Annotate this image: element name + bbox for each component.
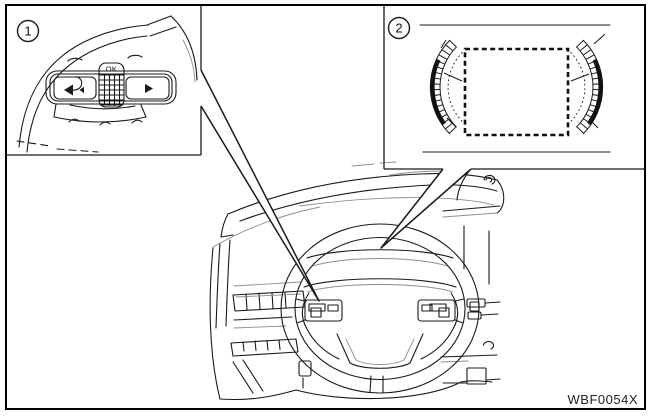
left-gauge-ticks xyxy=(431,40,457,134)
back-button xyxy=(53,76,97,100)
cluster-visor xyxy=(220,161,505,238)
play-triangle-icon xyxy=(145,84,153,93)
ok-button-label: OK xyxy=(106,65,117,74)
callout-1: 1 xyxy=(6,5,202,156)
dashboard-left xyxy=(209,206,321,401)
instrument-cluster-closeup xyxy=(419,24,611,153)
steering-wheel-rim-inner xyxy=(294,236,466,381)
left-gauge-needle xyxy=(443,72,463,82)
dashboard-right xyxy=(295,174,501,400)
right-gauge xyxy=(570,33,606,135)
callout-1-number: 1 xyxy=(24,24,31,39)
bezel-cutout xyxy=(67,57,83,62)
callout-2-marker: 2 xyxy=(387,16,411,40)
right-gauge-arc xyxy=(587,58,603,126)
callout-2-circle xyxy=(387,16,411,40)
callout-1-pointer xyxy=(200,69,320,302)
left-gauge xyxy=(429,39,463,135)
main-illustration xyxy=(209,161,505,401)
forward-button xyxy=(125,76,170,100)
switch-pod-outline xyxy=(45,70,177,105)
steering-wheel xyxy=(280,223,480,394)
callout-2: 2 xyxy=(383,5,645,170)
left-spoke-switch-pod xyxy=(295,298,343,324)
back-arrow-icon xyxy=(64,76,84,96)
figure-code-label: WBF0054X xyxy=(568,392,638,407)
right-gauge-needle xyxy=(570,73,590,82)
left-gauge-arc xyxy=(430,58,446,126)
callout-1-marker: 1 xyxy=(16,19,40,43)
steering-wheel-rim-outer xyxy=(280,223,480,394)
right-gauge-ticks xyxy=(576,40,602,134)
callout-2-box xyxy=(383,5,645,170)
callout-2-number: 2 xyxy=(395,21,402,36)
information-display-outline xyxy=(463,47,570,137)
figure-border xyxy=(5,4,646,410)
callout-2-pointer xyxy=(380,168,472,249)
callout-1-circle xyxy=(16,19,40,43)
bezel-cutout xyxy=(127,54,143,59)
ok-scroll-wheel: OK xyxy=(98,62,125,108)
right-spoke-switch-pod xyxy=(417,298,465,324)
callout-1-box xyxy=(6,5,202,156)
steering-switch-closeup: OK xyxy=(16,15,198,153)
